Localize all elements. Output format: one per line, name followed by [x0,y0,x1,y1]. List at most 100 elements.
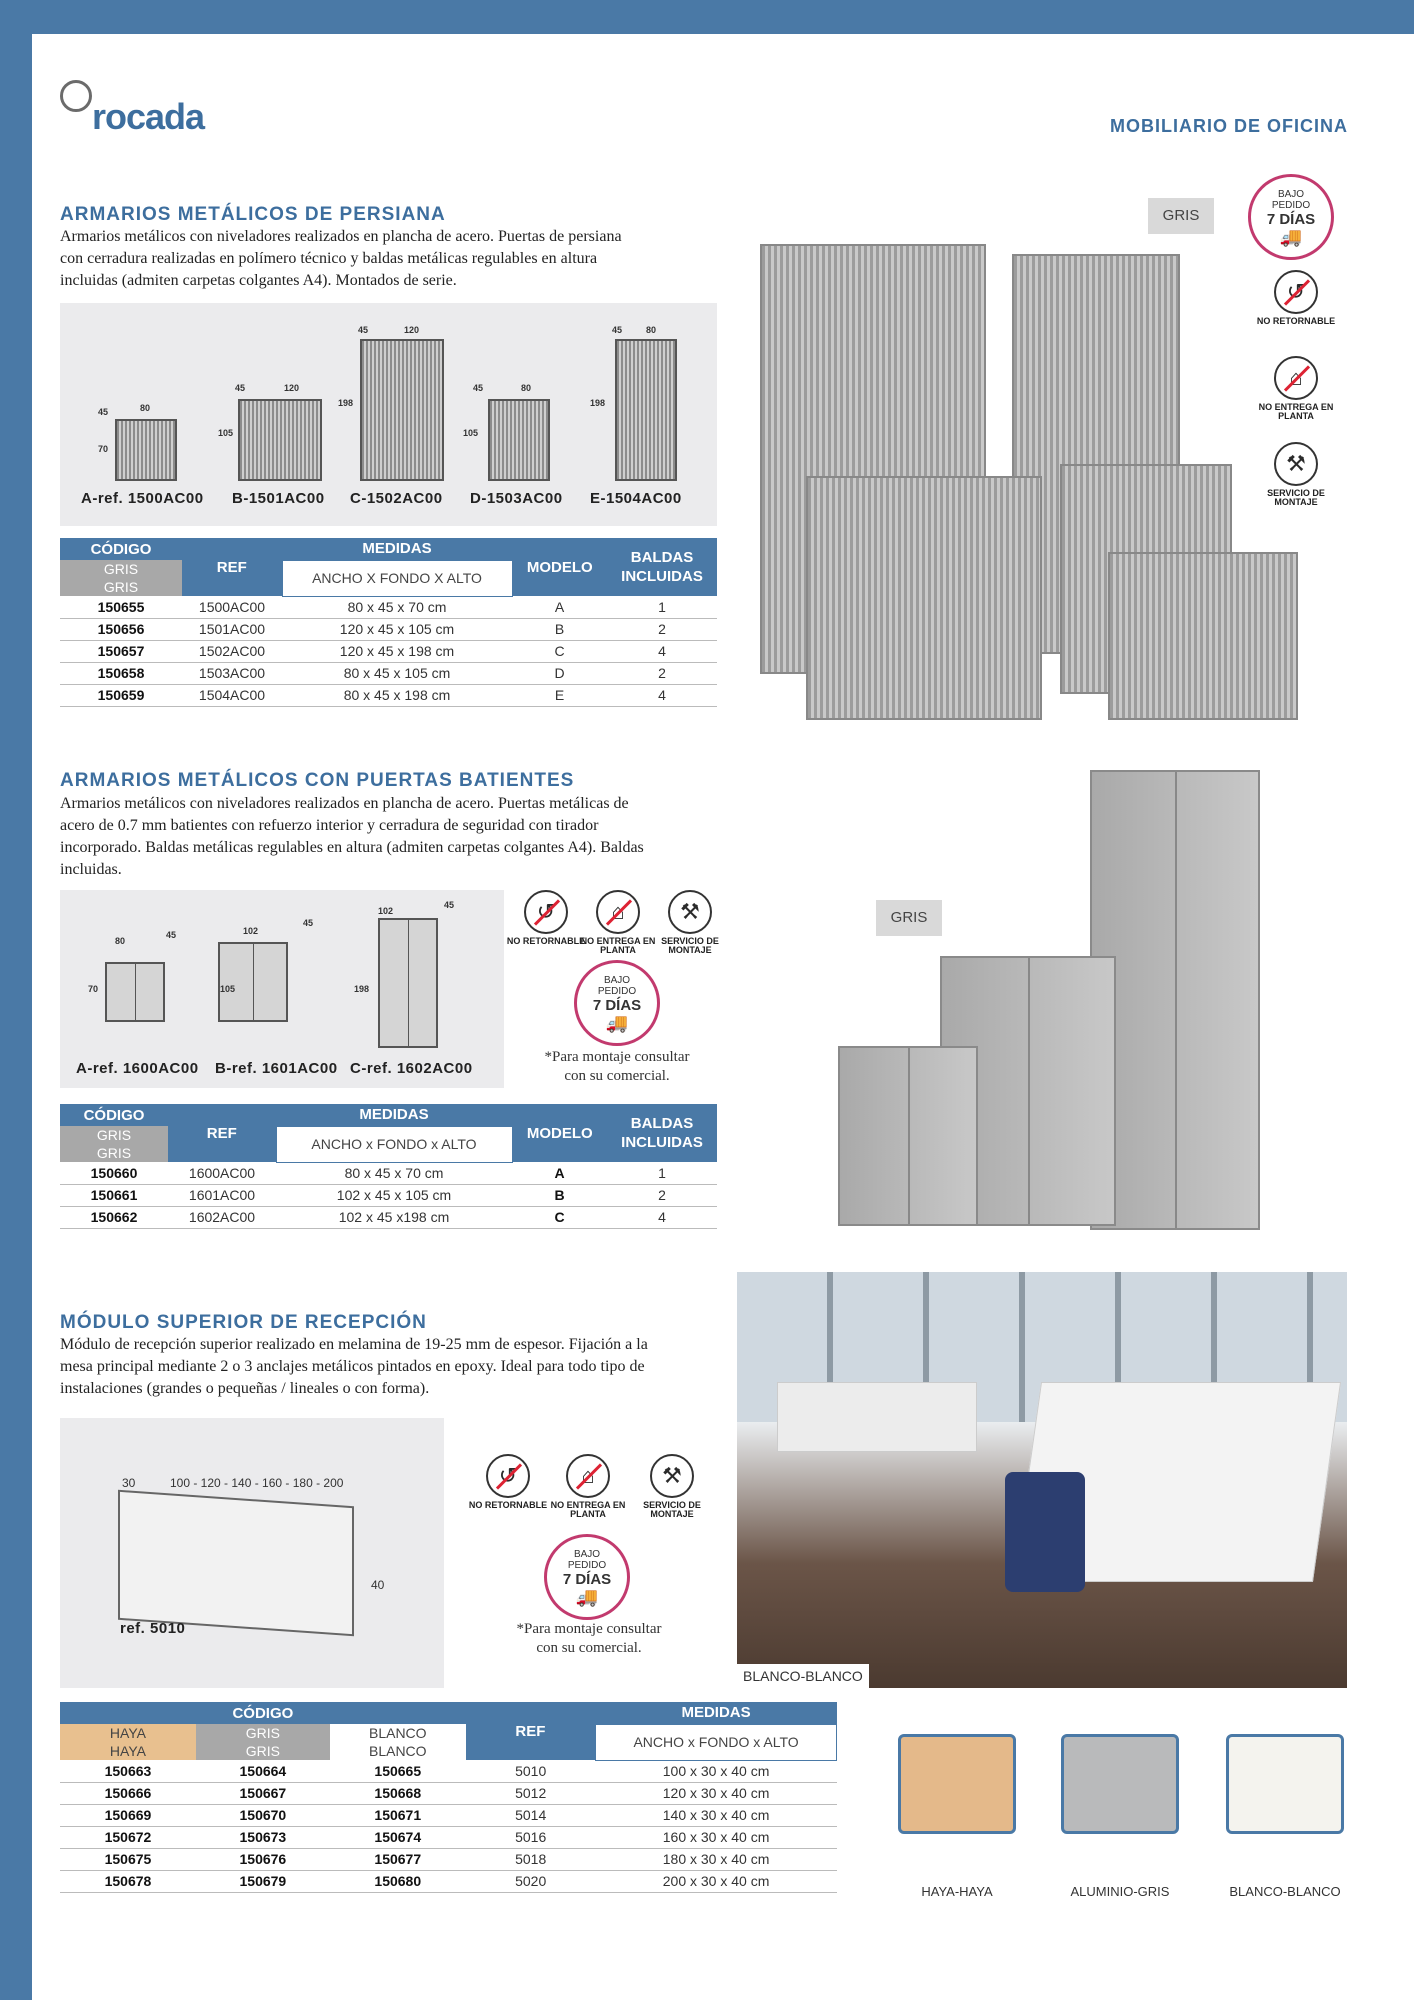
cell-modelo: C [512,640,607,663]
dim-height: 70 [98,444,109,454]
cabinet-drawing-e [615,339,677,481]
note-line: con su comercial. [564,1068,670,1084]
no-entrega-badge: ⌂ NO ENTREGA EN PLANTA [1256,356,1336,421]
badge-days: 7 DÍAS [592,997,642,1014]
cell-blanco: 150671 [329,1804,466,1827]
icon-label: NO ENTREGA EN PLANTA [550,1500,626,1519]
cell-gris: 150670 [195,1804,330,1827]
s2-desc-line: acero de 0.7 mm batientes con refuerzo i… [60,817,599,834]
bajo-pedido-badge: BAJO PEDIDO 7 DÍAS 🚚 [1248,174,1334,260]
cell-haya: 150672 [60,1826,196,1849]
cell-modelo: E [512,684,607,707]
cell-baldas: 4 [607,1206,717,1229]
dim-width: 102 [378,906,394,916]
header-ref: REF [168,1104,276,1162]
cell-haya: 150675 [60,1848,196,1871]
s2-desc-line: incluidas. [60,861,122,878]
icon-label: NO RETORNABLE [468,1500,548,1510]
s3-title: MÓDULO SUPERIOR DE RECEPCIÓN [60,1312,427,1333]
header-medidas: MEDIDAS [276,1104,512,1126]
header-gris: GRIS [60,1144,168,1162]
header-codigo: CÓDIGO [60,1702,466,1724]
header-haya: HAYA [60,1742,196,1760]
dim-height: 198 [590,398,606,408]
s2-models-panel: 80 45 70 A-ref. 1600AC00 102 45 105 B-re… [60,890,504,1088]
s2-montaje-note: *Para montaje consultar con su comercial… [522,1048,712,1086]
cabinet-drawing-d [488,399,550,481]
icon-label: NO ENTREGA EN PLANTA [1258,402,1334,421]
model-ref-a: A-ref. 1500AC00 [81,490,204,507]
badge-days: 7 DÍAS [562,1571,612,1588]
cell-modelo: A [512,596,607,619]
swatch-label-blanco: BLANCO-BLANCO [1229,1884,1341,1899]
s1-color-tag: GRIS [1148,198,1214,234]
swatch-aluminio [1061,1734,1179,1834]
cell-baldas: 1 [607,1162,717,1185]
cell-baldas: 4 [607,684,717,707]
cell-ref: 1501AC00 [182,618,282,641]
badge-line: PEDIDO [1271,200,1311,211]
dim-height: 105 [463,428,479,438]
cabinet-drawing-c [360,339,444,481]
cell-gris: 150676 [195,1848,330,1871]
section-header: MOBILIARIO DE OFICINA [1110,116,1348,136]
cabinet-drawing-a [105,962,165,1022]
cell-blanco: 150668 [329,1782,466,1805]
cell-medidas: 140 x 30 x 40 cm [595,1804,837,1827]
cabinet-drawing-b [238,399,322,481]
cell-ref: 1602AC00 [168,1206,276,1229]
note-line: con su comercial. [536,1640,642,1656]
header-gris: GRIS [60,578,182,596]
dim-depth: 45 [303,918,314,928]
cell-medidas: 120 x 45 x 198 cm [282,640,512,663]
note-line: *Para montaje consultar [516,1621,662,1637]
dim-width: 100 - 120 - 140 - 160 - 180 - 200 [170,1476,344,1490]
cell-ref: 5010 [465,1760,596,1783]
s1-description: Armarios metálicos con niveladores reali… [60,226,720,292]
cell-ref: 5018 [465,1848,596,1871]
cell-codigo: 150656 [60,618,182,641]
header-gris: GRIS [195,1742,330,1760]
cell-ref: 1500AC00 [182,596,282,619]
cell-blanco: 150677 [329,1848,466,1871]
cell-modelo: C [512,1206,607,1229]
s3-desc-line: Módulo de recepción superior realizado e… [60,1336,648,1353]
s1-models-panel: 45 80 70 A-ref. 1500AC00 45 120 105 B-15… [60,303,717,526]
cell-baldas: 1 [607,596,717,619]
s1-desc-line: incluidas (admiten carpetas colgantes A4… [60,272,457,289]
header-medidas-sub: ANCHO x FONDO x ALTO [595,1723,837,1761]
badge-line: PEDIDO [567,1560,607,1571]
photo-cabinet-low [838,1046,978,1226]
cell-codigo: 150657 [60,640,182,663]
cell-ref: 5016 [465,1826,596,1849]
dim-depth: 45 [612,325,623,335]
cell-codigo: 150662 [60,1206,168,1229]
swatch-label-aluminio: ALUMINIO-GRIS [1070,1884,1170,1899]
brand-logo: rocada [92,96,205,137]
no-delivery-icon: ⌂ [1274,356,1318,400]
header-modelo: MODELO [512,538,607,596]
s2-desc-line: incorporado. Baldas metálicas regulables… [60,839,644,856]
model-ref-b: B-1501AC00 [232,490,325,507]
header-baldas: BALDAS INCLUIDAS [607,538,717,596]
dim-height: 40 [371,1578,385,1592]
no-retornable-badge: ↺ NO RETORNABLE [506,890,586,946]
badge-days: 7 DÍAS [1266,211,1316,228]
no-return-icon: ↺ [486,1454,530,1498]
dim-height: 70 [88,984,99,994]
s2-title: ARMARIOS METÁLICOS CON PUERTAS BATIENTES [60,770,575,791]
dim-depth: 45 [473,383,484,393]
reception-office-photo: BLANCO-BLANCO [737,1272,1347,1688]
header-modelo: MODELO [512,1104,607,1162]
cell-medidas: 80 x 45 x 70 cm [276,1162,512,1185]
model-ref-e: E-1504AC00 [590,490,682,507]
s2-desc-line: Armarios metálicos con niveladores reali… [60,795,629,812]
no-delivery-icon: ⌂ [566,1454,610,1498]
cell-codigo: 150659 [60,684,182,707]
